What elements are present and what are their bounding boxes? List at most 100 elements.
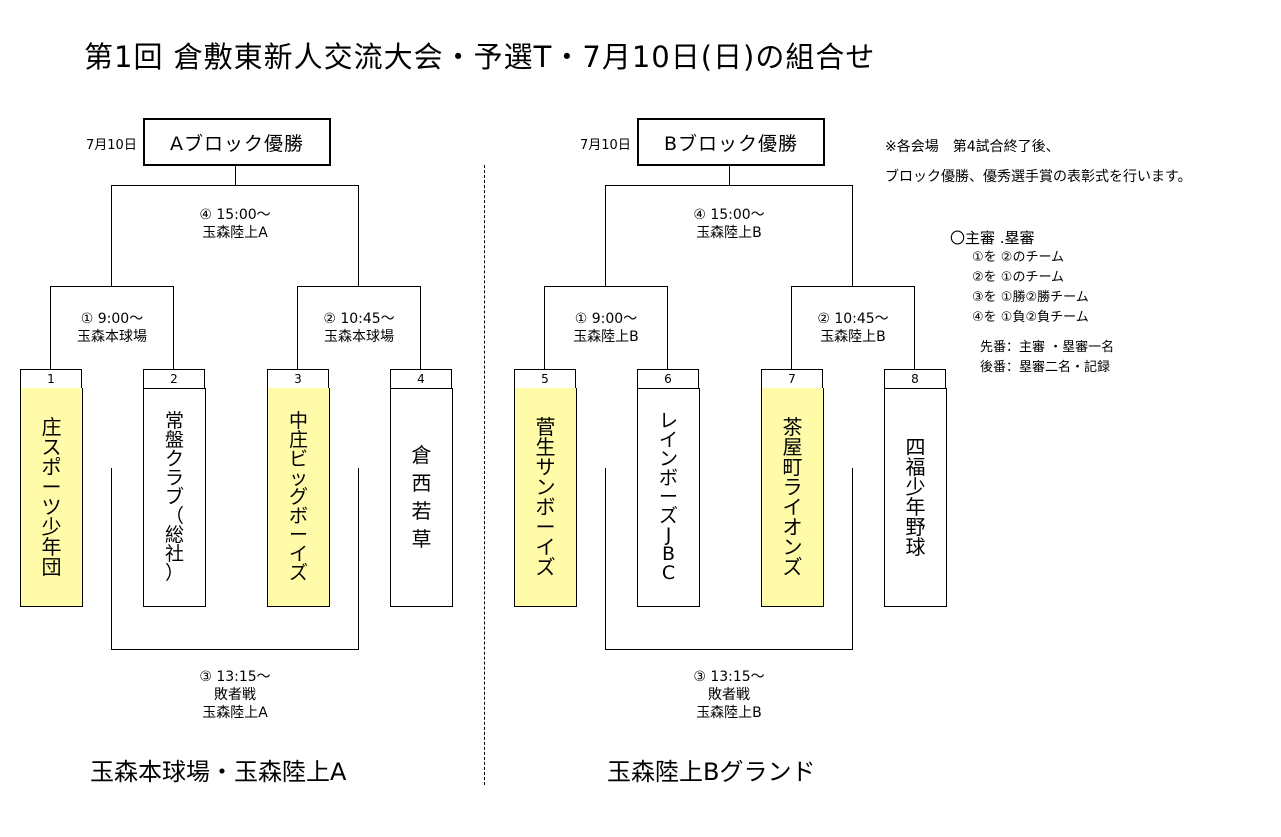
team-name-char: ボ — [288, 504, 308, 527]
first-half-note: 先番：主審 ・塁審一名 — [980, 340, 1115, 355]
game2-time: ② 10:45〜 — [817, 311, 889, 327]
team-name-char: 倉 — [411, 443, 432, 467]
team-name-char: 草 — [411, 527, 432, 551]
final-game-field: 玉森陸上B — [696, 225, 762, 241]
team-name-char: イ — [658, 428, 678, 451]
final-right-line — [852, 185, 853, 287]
block-b-game1-label: ① 9:00〜 玉森陸上B — [546, 310, 666, 346]
block-a-game3-label: ③ 13:15〜 敗者戦 玉森陸上A — [175, 668, 295, 722]
team-2-name: 常盤クラブ（総社） — [143, 388, 206, 607]
team-3-number: 3 — [267, 369, 329, 389]
team-name-char: C — [661, 561, 676, 584]
team-name-char: レ — [658, 409, 678, 432]
team-name-char: ズ — [535, 555, 556, 579]
team-name-char: グ — [288, 485, 308, 508]
block-a-venue: 玉森本球場・玉森陸上A — [90, 758, 347, 786]
game3-bar-line — [111, 649, 359, 650]
umpire-rule-list: ①を ②のチーム ②を ①のチーム ③を ①勝②勝チーム ④を ①負②負チーム — [950, 248, 1114, 328]
team-name-char: 四 — [905, 435, 926, 459]
team-name-char: ス — [41, 435, 62, 459]
team-name-char: 町 — [782, 455, 803, 479]
final-left-line — [605, 185, 606, 287]
team-name-char: ポ — [41, 455, 62, 479]
team-name-char: ツ — [41, 495, 62, 519]
team-2-number: 2 — [143, 369, 205, 389]
team-name-char: サ — [535, 455, 556, 479]
team-name-char: 福 — [905, 455, 926, 479]
team-name-char: ラ — [164, 466, 184, 489]
final-left-line — [111, 185, 112, 287]
team-name-char: ラ — [782, 475, 803, 499]
game1-bar-line — [544, 286, 667, 287]
game2-time: ② 10:45〜 — [323, 311, 395, 327]
final-stem-line — [729, 164, 730, 186]
game3-time: ③ 13:15〜 — [199, 669, 271, 685]
team-name-char: ボ — [658, 466, 678, 489]
team-name-char: ズ — [288, 561, 308, 584]
final-game-time: ④ 15:00〜 — [199, 207, 271, 223]
block-b-game3-label: ③ 13:15〜 敗者戦 玉森陸上B — [669, 668, 789, 722]
team-7-name: 茶屋町ライオンズ — [761, 388, 824, 607]
team-name-char: 少 — [905, 475, 926, 499]
block-a-winner-box: Aブロック優勝 — [143, 118, 331, 166]
umpire-rule: ④を ①負②負チーム — [972, 310, 1089, 325]
team-name-char: ） — [164, 561, 184, 584]
team-name-char: 庄 — [41, 415, 62, 439]
block-b-venue: 玉森陸上Bグランド — [607, 758, 816, 786]
game2-field: 玉森陸上B — [820, 329, 886, 345]
game3-left-line — [605, 468, 606, 650]
team-name-char: 中 — [288, 409, 308, 432]
final-game-field: 玉森陸上A — [202, 225, 268, 241]
ceremony-note-line2: ブロック優勝、優秀選手賞の表彰式を行います。 — [885, 169, 1192, 185]
game1-bar-line — [50, 286, 173, 287]
team-name-char: 若 — [411, 499, 432, 523]
game1-time: ① 9:00〜 — [80, 311, 144, 327]
team-1-number: 1 — [20, 369, 82, 389]
team-name-char: ー — [535, 515, 556, 539]
game2-field: 玉森本球場 — [324, 329, 394, 345]
page-title: 第1回 倉敷東新人交流大会・予選T・7月10日(日)の組合せ — [84, 40, 876, 74]
block-b-game2-label: ② 10:45〜 玉森陸上B — [793, 310, 913, 346]
team-name-char: 少 — [41, 515, 62, 539]
game2-right-line — [420, 286, 421, 369]
team-name-char: ー — [288, 523, 308, 546]
game3-type: 敗者戦 — [708, 687, 750, 703]
block-b-final-label: ④ 15:00〜 玉森陸上B — [669, 206, 789, 242]
team-name-char: 茶 — [782, 415, 803, 439]
team-name-char: ー — [41, 475, 62, 499]
block-a-final-label: ④ 15:00〜 玉森陸上A — [175, 206, 295, 242]
umpire-title: 〇主審 .塁審 — [950, 229, 1035, 247]
team-8-name: 四福少年野球 — [884, 388, 947, 607]
block-a-game2-label: ② 10:45〜 玉森本球場 — [299, 310, 419, 346]
game3-right-line — [852, 468, 853, 650]
final-stem-line — [235, 164, 236, 186]
team-name-char: ビ — [288, 447, 308, 470]
game3-field: 玉森陸上B — [696, 705, 762, 721]
team-name-char: 盤 — [164, 428, 184, 451]
final-bar-line — [605, 185, 853, 186]
umpire-rule: ②を ①のチーム — [972, 270, 1065, 285]
team-name-char: J — [665, 523, 672, 546]
team-name-char: イ — [782, 495, 803, 519]
team-name-char: ー — [658, 485, 678, 508]
team-name-char: イ — [535, 535, 556, 559]
team-name-char: ブ — [164, 485, 184, 508]
game2-bar-line — [297, 286, 420, 287]
game1-left-line — [544, 286, 545, 369]
team-name-char: ン — [535, 475, 556, 499]
team-name-char: 団 — [41, 555, 62, 579]
game1-right-line — [667, 286, 668, 369]
final-game-time: ④ 15:00〜 — [693, 207, 765, 223]
game3-field: 玉森陸上A — [202, 705, 268, 721]
game2-left-line — [791, 286, 792, 369]
team-name-char: 社 — [164, 542, 184, 565]
team-5-name: 菅生サンボーイズ — [514, 388, 577, 607]
team-4-name: 倉西若草 — [390, 388, 453, 607]
final-bar-line — [111, 185, 359, 186]
team-7-number: 7 — [761, 369, 823, 389]
block-b-winner-box: Bブロック優勝 — [637, 118, 825, 166]
game3-bar-line — [605, 649, 853, 650]
team-name-char: 屋 — [782, 435, 803, 459]
team-name-char: 球 — [905, 535, 926, 559]
